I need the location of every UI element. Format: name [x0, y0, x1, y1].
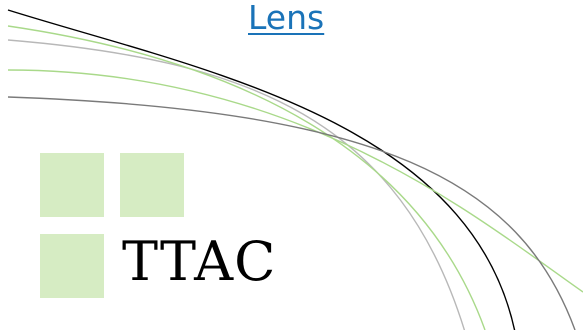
curve-light-gray	[7, 39, 466, 330]
curve-black	[7, 9, 516, 330]
curve-green-lower	[7, 69, 583, 293]
curve-green-upper	[7, 25, 486, 330]
curve-dark-gray	[7, 96, 576, 330]
logo-square-bottom-left	[40, 234, 104, 298]
logo-text: TTAC	[122, 230, 277, 293]
logo-square-top-left	[40, 153, 104, 217]
logo-square-top-right	[120, 153, 184, 217]
lens-link[interactable]: Lens	[248, 0, 325, 37]
